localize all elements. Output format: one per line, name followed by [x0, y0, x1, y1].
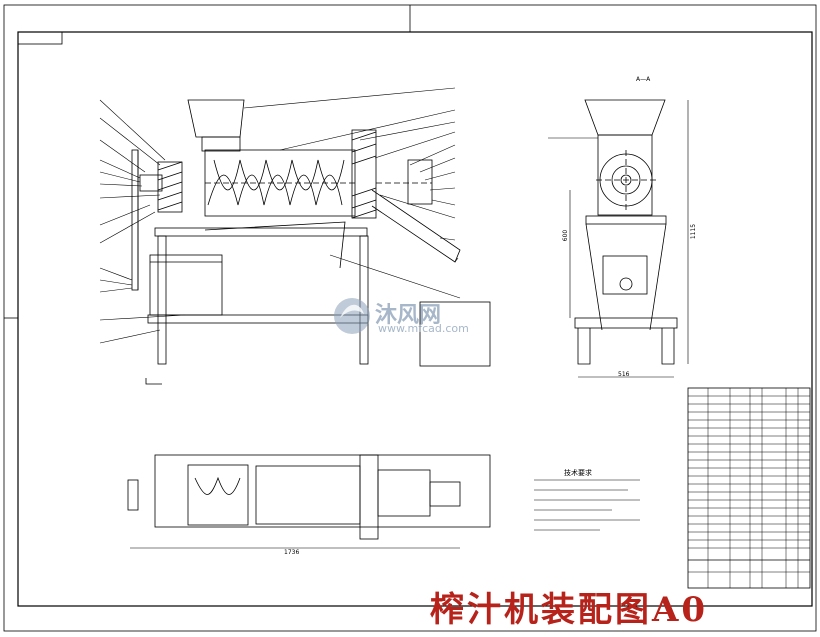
side-hopper: [584, 99, 666, 136]
bom-table: [687, 387, 811, 589]
dim-600: 600: [562, 229, 570, 242]
frame-beam: [154, 227, 368, 237]
screw-auger: [205, 159, 355, 206]
top-flange: [359, 454, 379, 540]
dim-1736: 1736: [284, 549, 300, 556]
side-feet: [577, 328, 675, 365]
hopper-neck: [201, 136, 241, 152]
watermark-logo-icon: [334, 298, 370, 334]
juice-tray: [204, 221, 346, 269]
motor: [149, 254, 223, 316]
section-marker: [145, 378, 162, 385]
section-label: A—A: [636, 76, 651, 83]
top-barrel: [255, 465, 361, 525]
leg-right: [359, 235, 369, 365]
leader-lines-right: [243, 87, 461, 299]
pulley-belt: [131, 149, 139, 291]
side-pulley: [619, 277, 633, 291]
side-motor: [602, 255, 648, 295]
top-view: [127, 454, 491, 549]
technical-notes: [534, 479, 640, 531]
watermark-url-text: www.mfcad.com: [378, 322, 469, 335]
side-flange-mid: [611, 165, 641, 195]
top-pulley: [127, 479, 139, 511]
bearing-housing: [407, 159, 433, 205]
discharge-chute: [371, 189, 461, 263]
watermark: [334, 298, 370, 334]
leader-lines-left: [99, 99, 186, 344]
collecting-bin: [419, 301, 491, 367]
side-body: [597, 134, 653, 216]
hopper: [187, 99, 245, 138]
front-view: [99, 87, 491, 385]
corner-box: [17, 31, 63, 45]
dim-516: 516: [618, 371, 630, 378]
drawing-caption: 榨汁机装配图A0: [430, 590, 709, 630]
left-flange: [157, 161, 183, 213]
right-flange: [351, 129, 377, 219]
leg-left: [157, 235, 167, 365]
side-base: [574, 317, 678, 329]
inner-border: [17, 31, 813, 607]
top-screw: [194, 476, 241, 495]
side-frame-top: [585, 215, 667, 225]
notes-heading: 技术要求: [564, 469, 592, 477]
top-bearing: [377, 469, 431, 517]
top-hopper: [187, 464, 249, 526]
side-view: [548, 99, 689, 378]
side-legs: [585, 223, 667, 331]
side-shaft: [620, 174, 632, 186]
top-outline: [154, 454, 491, 528]
watermark-main-text: 沐风网: [375, 303, 442, 328]
top-shaft-end: [429, 481, 461, 507]
shaft-left: [139, 174, 163, 192]
dim-1115: 1115: [690, 223, 698, 240]
